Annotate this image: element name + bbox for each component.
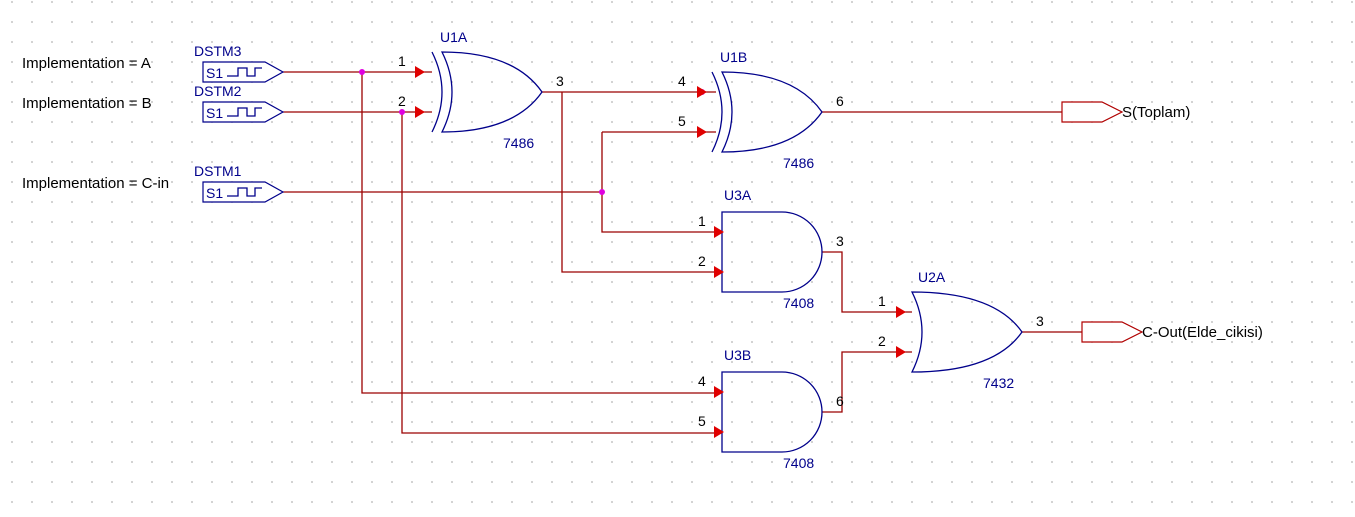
pin-number: 5 <box>698 413 706 429</box>
gate-u2a[interactable]: U2A 7432 1 2 3 <box>878 269 1044 391</box>
xor-gate-icon <box>711 71 723 153</box>
and-gate-icon <box>721 371 823 453</box>
pin-number: 6 <box>836 93 844 109</box>
pin-number: 1 <box>398 53 406 69</box>
gate-u1a[interactable]: U1A 7486 1 2 3 <box>398 29 564 151</box>
gate-u1b[interactable]: U1B 7486 4 5 6 <box>678 49 844 171</box>
pin-arrow-icon <box>896 346 906 358</box>
stimulus-source-a[interactable]: DSTM3 S1 <box>194 43 285 83</box>
gate-part: 7486 <box>783 155 814 171</box>
wire-a-branch[interactable] <box>361 72 722 394</box>
gate-part: 7432 <box>983 375 1014 391</box>
pin-number: 3 <box>1036 313 1044 329</box>
gate-u3a[interactable]: U3A 7408 1 2 3 <box>698 187 844 311</box>
pin-number: 4 <box>678 73 686 89</box>
wire-cin-u1b[interactable] <box>601 132 722 233</box>
junction-dot <box>599 189 605 195</box>
stimulus-ref-a: DSTM3 <box>194 43 242 59</box>
offpage-connector-icon <box>1061 101 1124 123</box>
pin-number: 6 <box>836 393 844 409</box>
pin-number: 2 <box>878 333 886 349</box>
pin-number: 1 <box>878 293 886 309</box>
pin-number: 1 <box>698 213 706 229</box>
wire-u1a-out-branch[interactable] <box>561 92 722 273</box>
and-gate-icon <box>721 211 823 293</box>
gate-ref: U1A <box>440 29 468 45</box>
stimulus-ref-b: DSTM2 <box>194 83 242 99</box>
digital-stimulus-icon <box>202 61 285 83</box>
digital-stimulus-icon <box>202 181 285 203</box>
pin-arrow-icon <box>697 86 707 98</box>
xor-gate-body <box>720 71 823 153</box>
input-label-a: Implementation = A <box>22 55 151 72</box>
gate-part: 7408 <box>783 295 814 311</box>
stimulus-ref-cin: DSTM1 <box>194 163 242 179</box>
gate-part: 7408 <box>783 455 814 471</box>
pulse-icon <box>227 67 262 77</box>
pin-arrow-icon <box>415 66 425 78</box>
pin-number: 2 <box>698 253 706 269</box>
pulse-icon <box>227 107 262 117</box>
pin-arrow-icon <box>714 226 724 238</box>
input-label-b: Implementation = B <box>22 95 152 112</box>
pin-number: 3 <box>836 233 844 249</box>
pin-number: 3 <box>556 73 564 89</box>
gate-ref: U2A <box>918 269 946 285</box>
pin-arrow-icon <box>415 106 425 118</box>
pin-number: 4 <box>698 373 706 389</box>
xor-gate-body <box>440 51 543 133</box>
stimulus-source-cin[interactable]: DSTM1 S1 <box>194 163 285 203</box>
pin-arrow-icon <box>714 266 724 278</box>
stimulus-text-b: S1 <box>206 105 223 121</box>
wires <box>283 71 1082 434</box>
gate-u3b[interactable]: U3B 7408 4 5 6 <box>698 347 844 471</box>
wire-u3a-out[interactable] <box>822 251 912 313</box>
xor-gate-icon <box>431 51 443 133</box>
input-label-cin: Implementation = C-in <box>22 175 169 192</box>
or-gate-icon <box>910 291 1023 373</box>
gate-ref: U3B <box>724 347 751 363</box>
gate-ref: U3A <box>724 187 752 203</box>
stimulus-text-a: S1 <box>206 65 223 81</box>
output-port-carry[interactable]: C-Out(Elde_cikisi) <box>1081 321 1263 343</box>
pin-number: 2 <box>398 93 406 109</box>
junction-dot <box>399 109 405 115</box>
pin-arrow-icon <box>714 386 724 398</box>
pin-arrow-icon <box>714 426 724 438</box>
output-label-sum: S(Toplam) <box>1122 104 1190 121</box>
junction-dot <box>359 69 365 75</box>
stimulus-text-cin: S1 <box>206 185 223 201</box>
output-port-sum[interactable]: S(Toplam) <box>1061 101 1190 123</box>
pin-number: 5 <box>678 113 686 129</box>
gate-ref: U1B <box>720 49 747 65</box>
wire-u3b-out[interactable] <box>822 351 912 413</box>
gate-part: 7486 <box>503 135 534 151</box>
pulse-icon <box>227 187 262 197</box>
pin-arrow-icon <box>896 306 906 318</box>
stimulus-source-b[interactable]: DSTM2 S1 <box>194 83 285 123</box>
offpage-connector-icon <box>1081 321 1144 343</box>
output-label-carry: C-Out(Elde_cikisi) <box>1142 324 1263 341</box>
wire-b-branch[interactable] <box>401 112 722 434</box>
digital-stimulus-icon <box>202 101 285 123</box>
pin-arrow-icon <box>697 126 707 138</box>
